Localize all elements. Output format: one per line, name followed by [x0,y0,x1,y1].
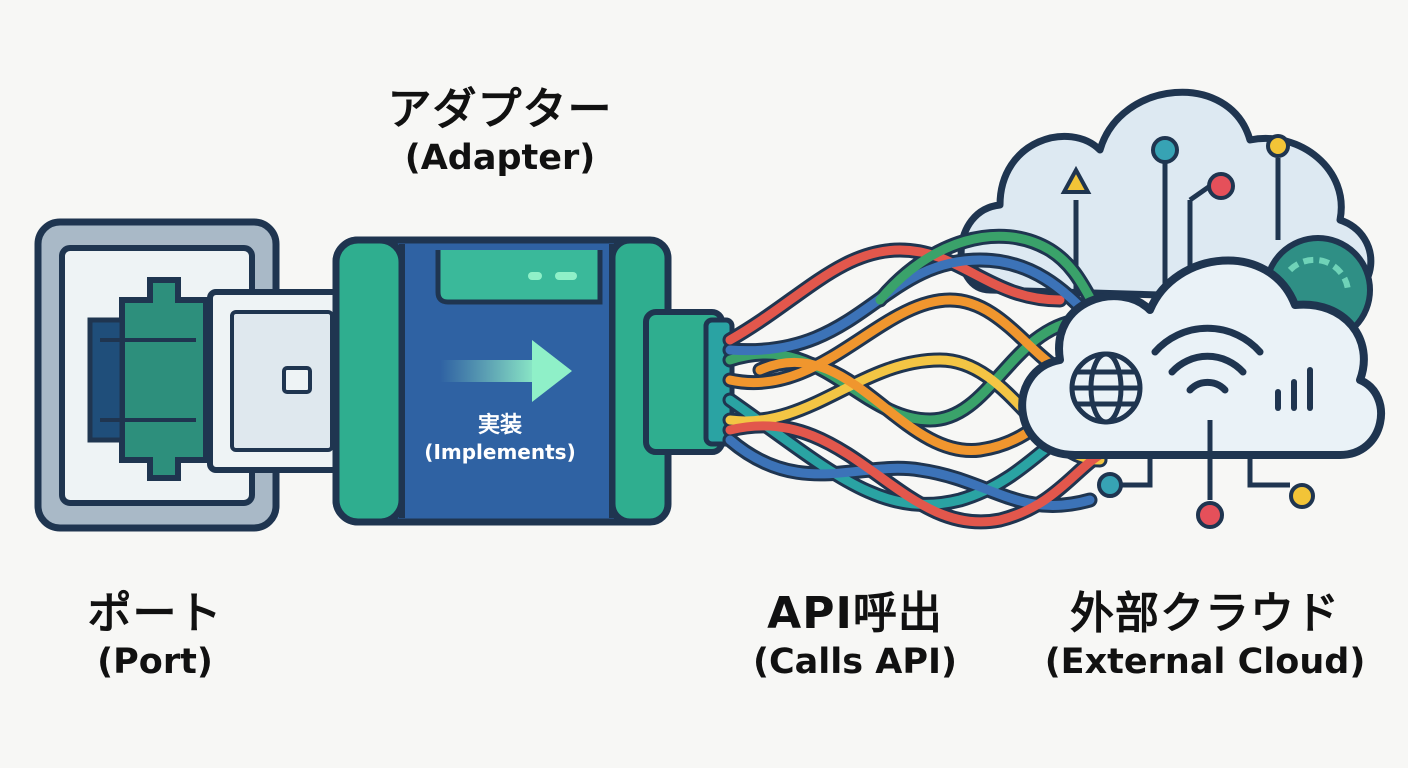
adapter-label-jp: アダプター [387,84,613,135]
calls-api-label-jp: API呼出 [767,588,943,639]
globe-icon [1069,351,1143,425]
external-cloud-label: 外部クラウド (External Cloud) [1035,586,1375,685]
adapter-label: アダプター (Adapter) [330,82,670,181]
signal-bars-icon [1275,367,1313,411]
circuit-node-yellow [1289,483,1315,509]
port-label-en: (Port) [97,642,213,682]
external-cloud-label-jp: 外部クラウド [1070,588,1340,639]
implements-label-en: (Implements) [424,439,576,464]
calls-api-label-en: (Calls API) [752,642,958,682]
port-label-jp: ポート [87,588,223,639]
circuit-node-teal [1097,472,1123,498]
usb-adapter-icon [332,236,735,526]
adapter-label-en: (Adapter) [404,138,596,178]
port-label: ポート (Port) [40,586,270,685]
circuit-node-red [1196,501,1224,529]
wifi-icon [1151,324,1264,394]
usb-plug [207,289,343,473]
implements-label: 実装 (Implements) [405,412,595,465]
calls-api-label: API呼出 (Calls API) [735,586,975,685]
arrow-right-icon [440,340,572,402]
cloud-network-icon [957,88,1375,345]
external-cloud-label-en: (External Cloud) [1044,642,1366,682]
implements-label-jp: 実装 [477,413,522,438]
circuit-traces [1122,420,1290,500]
